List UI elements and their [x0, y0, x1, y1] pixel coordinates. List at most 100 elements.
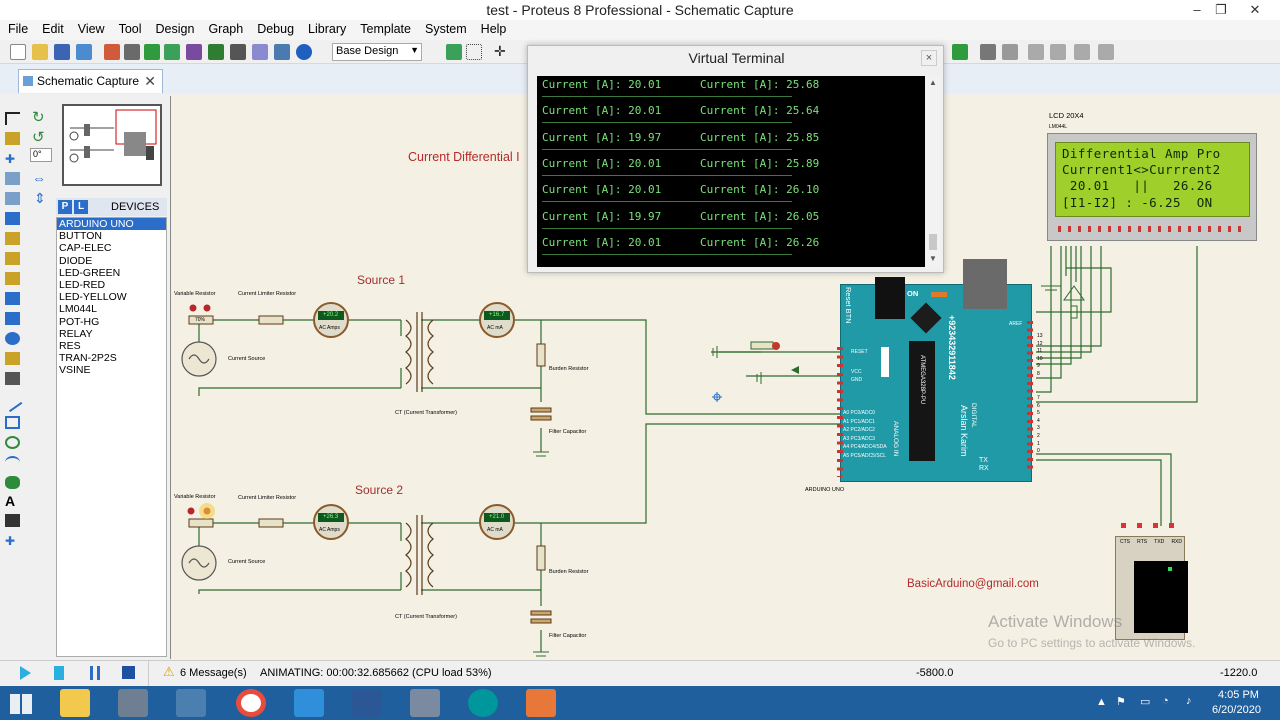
generator-icon[interactable] [5, 332, 20, 345]
probe-icon[interactable] [5, 352, 20, 365]
tray-wifi-icon[interactable]: ◔ [1162, 695, 1169, 707]
home-icon[interactable] [104, 44, 120, 60]
menu-template[interactable]: Template [360, 22, 411, 36]
stop-icon[interactable] [122, 666, 135, 679]
device-item[interactable]: BUTTON [59, 230, 102, 243]
circle-icon[interactable] [5, 436, 20, 449]
virtual-terminal-component[interactable]: CTS RTS TXD RXD [1115, 536, 1188, 640]
refresh-icon[interactable] [446, 44, 462, 60]
tools-icon[interactable] [1002, 44, 1018, 60]
pick-devices-button[interactable]: P [58, 200, 72, 214]
text-icon[interactable]: A [5, 493, 16, 509]
scroll-up-icon[interactable]: ▲ [929, 78, 937, 87]
notes-icon[interactable] [274, 44, 290, 60]
menu-view[interactable]: View [77, 22, 105, 36]
tray-date[interactable]: 6/20/2020 [1212, 704, 1261, 716]
settings-app-icon[interactable] [118, 689, 148, 717]
new-file-icon[interactable] [10, 44, 26, 60]
mirror-horizontal-icon[interactable]: ⇔ [32, 170, 46, 186]
mirror-vertical-icon[interactable]: ⇕ [34, 190, 46, 206]
tray-network-icon[interactable]: ⚑ [1116, 696, 1126, 708]
terminal-icon[interactable] [5, 252, 20, 265]
device-item[interactable]: RES [59, 339, 81, 352]
device-item[interactable]: TRAN-2P2S [59, 352, 117, 365]
zoom-sheet-icon[interactable] [1074, 44, 1090, 60]
3d-icon[interactable] [186, 44, 202, 60]
tray-time[interactable]: 4:05 PM [1218, 689, 1259, 701]
word-icon[interactable] [352, 689, 382, 717]
library-manager-button[interactable]: L [74, 200, 88, 214]
arduino-uno-board[interactable]: ON ATMEGA328P-PU Reset BTN +923432911842… [837, 259, 1043, 482]
origin-icon[interactable]: ✛ [494, 43, 506, 59]
terminal-scrollbar[interactable]: ▲ ▼ [926, 76, 940, 267]
search-icon[interactable] [980, 44, 996, 60]
device-pin-icon[interactable] [5, 272, 20, 285]
back-icon[interactable] [164, 44, 180, 60]
line-icon[interactable] [2, 392, 23, 413]
text-script-icon[interactable] [5, 192, 20, 205]
menu-edit[interactable]: Edit [42, 22, 64, 36]
rotate-cw-icon[interactable]: ↻ [32, 109, 45, 126]
tab-schematic-capture[interactable]: Schematic Capture ✕ [18, 69, 163, 93]
tray-chevron-icon[interactable]: ▲ [1096, 696, 1107, 708]
bom-icon[interactable] [230, 44, 246, 60]
design-explorer-icon[interactable] [252, 44, 268, 60]
proteus-isis-icon[interactable] [410, 689, 440, 717]
tape-recorder-icon[interactable] [5, 312, 20, 325]
lcd-component[interactable]: Differential Amp Pro Currrent1<>Currrent… [1047, 133, 1257, 241]
step-icon[interactable] [54, 666, 68, 680]
chrome-icon[interactable] [236, 689, 266, 717]
device-item[interactable]: LED-RED [59, 278, 106, 291]
close-button[interactable]: ✕ [1249, 2, 1261, 17]
device-item[interactable]: LED-YELLOW [59, 291, 127, 304]
device-item[interactable]: LM044L [59, 303, 97, 316]
subcircuit-icon[interactable] [5, 232, 20, 245]
arc-icon[interactable] [5, 456, 20, 469]
instrument-icon[interactable] [5, 372, 20, 385]
remove-sheet-icon[interactable] [1050, 44, 1066, 60]
select-mode-icon[interactable] [5, 112, 20, 125]
symbol-icon[interactable] [5, 514, 20, 527]
messages-count[interactable]: 6 Message(s) [180, 667, 247, 679]
device-item[interactable]: DIODE [59, 254, 93, 267]
menu-help[interactable]: Help [480, 22, 507, 36]
menu-file[interactable]: File [8, 22, 29, 36]
device-item[interactable]: LED-GREEN [59, 266, 121, 279]
wire-label-icon[interactable] [5, 172, 20, 185]
help-icon[interactable] [296, 44, 312, 60]
terminal-close-button[interactable]: × [921, 50, 937, 66]
marker-icon[interactable]: ✚ [5, 534, 16, 548]
save-icon[interactable] [54, 44, 70, 60]
menu-tool[interactable]: Tool [118, 22, 142, 36]
tray-volume-icon[interactable]: ♪ [1186, 695, 1192, 707]
scroll-down-icon[interactable]: ▼ [929, 254, 937, 263]
notepad-icon[interactable] [294, 689, 324, 717]
grid-icon[interactable] [466, 44, 482, 60]
bus-icon[interactable] [5, 212, 20, 225]
menu-design[interactable]: Design [155, 22, 195, 36]
device-item[interactable]: POT-HG [59, 315, 100, 328]
reset-switch[interactable] [910, 302, 942, 334]
play-icon[interactable] [20, 666, 31, 680]
file-explorer-icon[interactable] [60, 689, 90, 717]
tab-close-icon[interactable]: ✕ [144, 73, 156, 89]
overview-window[interactable] [62, 104, 162, 186]
box-icon[interactable] [5, 416, 20, 429]
rotation-field[interactable]: 0° [30, 148, 52, 162]
rotate-ccw-icon[interactable]: ↺ [32, 129, 45, 146]
device-item[interactable]: ARDUINO UNO [57, 218, 166, 231]
terminal-app-icon[interactable] [176, 689, 206, 717]
component-mode-icon[interactable] [5, 132, 20, 145]
minimize-button[interactable]: – [1193, 2, 1201, 17]
export-icon[interactable] [1098, 44, 1114, 60]
pause-icon[interactable] [90, 666, 100, 680]
gerber-icon[interactable] [208, 44, 224, 60]
device-item[interactable]: VSINE [59, 364, 91, 377]
menu-graph[interactable]: Graph [208, 22, 244, 36]
proteus-app-icon[interactable] [526, 689, 556, 717]
graph-icon[interactable] [5, 292, 20, 305]
design-select[interactable]: Base Design ▼ [332, 43, 422, 61]
